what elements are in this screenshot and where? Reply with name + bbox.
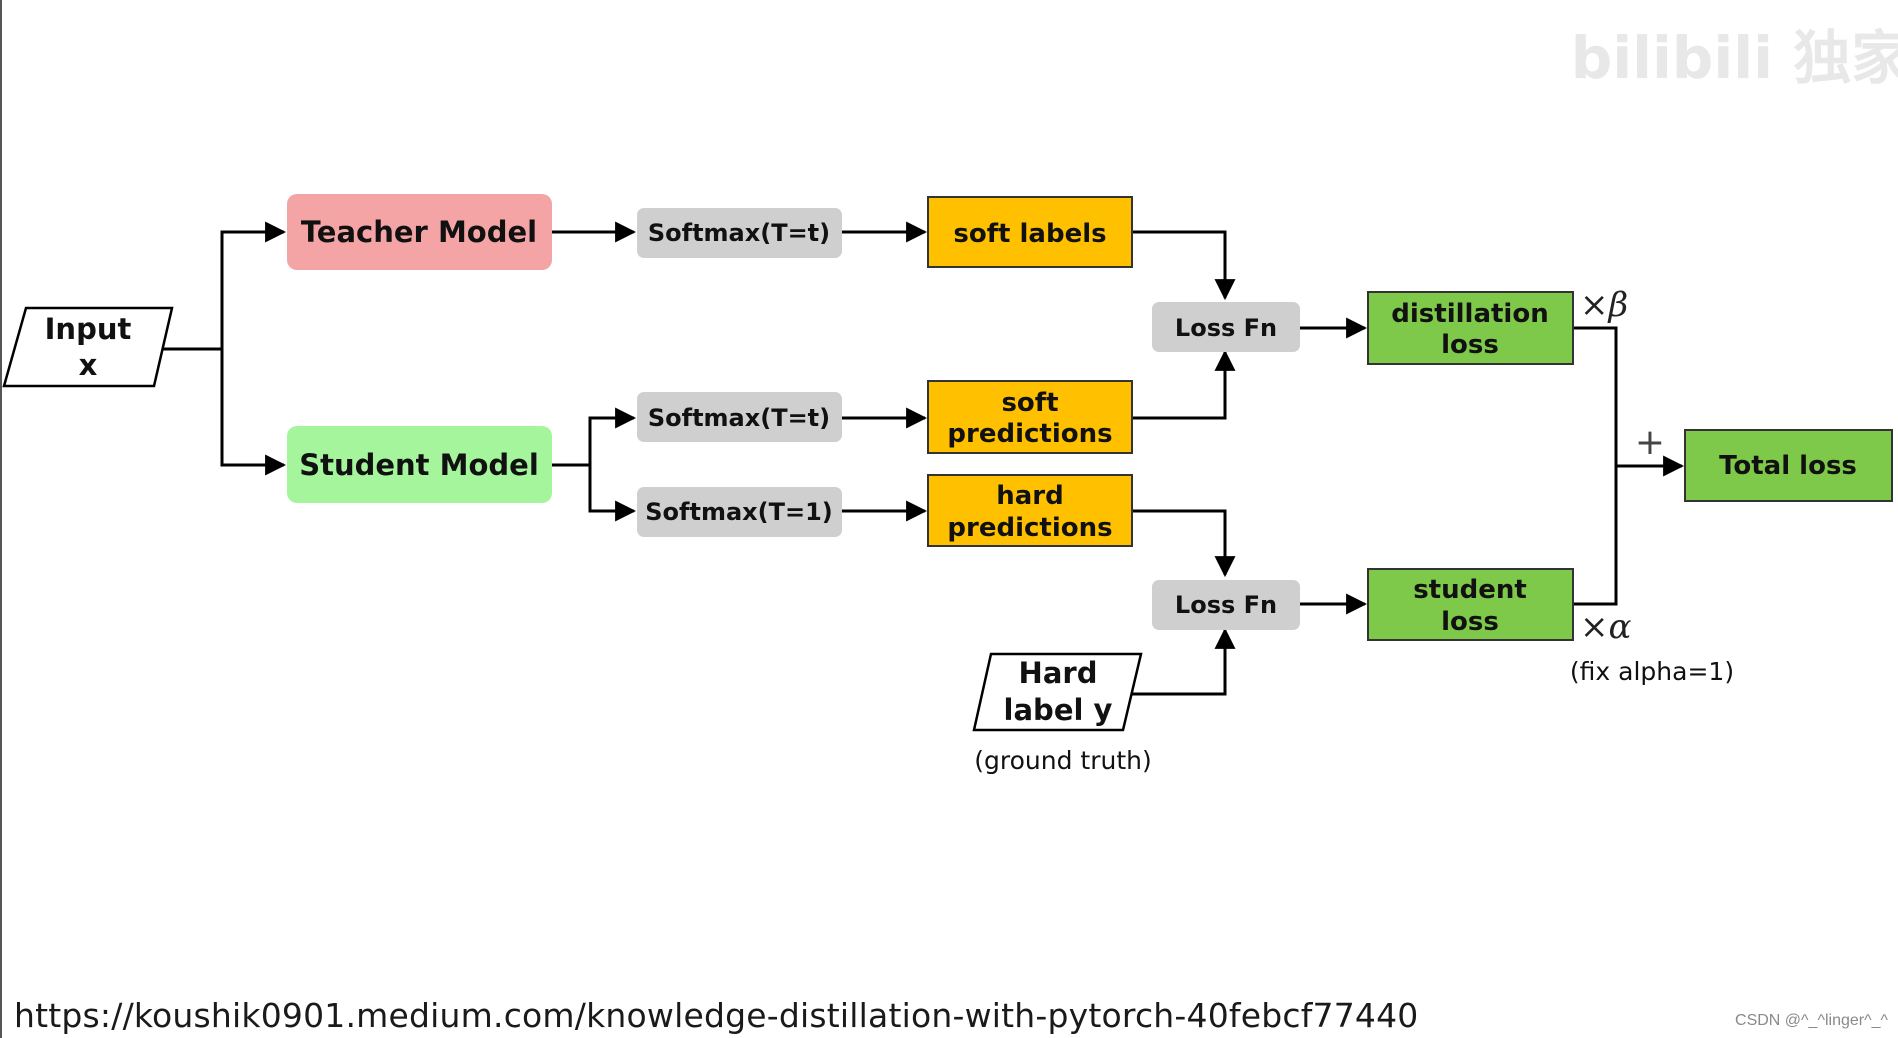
softmax-student-hard-label: Softmax(T=1) [645,498,833,526]
bilibili-watermark: bilibili 独家 [1571,24,1898,92]
total-loss-label: Total loss [1719,451,1857,481]
student-model-node: Student Model [287,426,552,503]
soft-labels-node: soft labels [927,196,1133,268]
input-variable: x [79,348,98,382]
student-model-label: Student Model [299,448,539,482]
softmax-student-soft-box [637,392,842,442]
soft-labels-box [927,196,1133,268]
loss-fn-top-box [1152,302,1300,352]
distillation-loss-line1: distillation [1391,299,1548,329]
edge-softpred-lossfn [1132,349,1236,420]
hard-label-shape [972,652,1143,732]
input-node: Input x [2,306,174,388]
edge-hardlabel-lossfn [1132,627,1236,696]
student-loss-line2: loss [1441,607,1499,637]
student-loss-line1: student [1413,575,1527,605]
edge-split-softmax-soft [588,407,637,465]
loss-fn-top-node: Loss Fn [1152,302,1300,352]
edge-split-student [220,349,287,476]
credit-watermark: CSDN @^_^linger^_^ [1735,1012,1888,1029]
hard-label-line1: Hard [1019,656,1098,690]
distillation-loss-node: distillation loss [1367,291,1574,365]
loss-fn-bottom-node: Loss Fn [1152,580,1300,630]
softmax-teacher-node: Softmax(T=t) [637,208,842,258]
distillation-loss-line2: loss [1441,330,1499,360]
fix-alpha-note: (fix alpha=1) [1570,657,1734,686]
teacher-model-box [287,194,552,270]
soft-predictions-line2: predictions [947,419,1112,449]
hard-label-node: Hard label y [972,652,1143,732]
softmax-student-hard-node: Softmax(T=1) [637,487,842,537]
hard-predictions-line1: hard [996,481,1064,511]
input-shape [2,306,174,388]
teacher-model-node: Teacher Model [287,194,552,270]
ground-truth-note: (ground truth) [974,746,1151,775]
hard-label-line2: label y [1004,693,1113,727]
soft-predictions-node: soft predictions [927,380,1133,454]
total-loss-box [1684,429,1893,502]
left-border [0,0,2,1038]
hard-predictions-line2: predictions [947,513,1112,543]
plus-sign: + [1635,422,1665,463]
softmax-student-soft-label: Softmax(T=t) [648,404,830,432]
source-url: https://koushik0901.medium.com/knowledge… [14,996,1419,1035]
hard-predictions-box [927,474,1133,547]
edge-split-softmax-hard [588,465,637,522]
student-loss-node: student loss [1367,568,1574,641]
soft-predictions-line1: soft [1001,388,1058,418]
soft-labels-label: soft labels [953,219,1106,249]
softmax-teacher-box [637,208,842,258]
loss-fn-bottom-box [1152,580,1300,630]
student-model-box [287,426,552,503]
edge-softlabels-lossfn [1132,230,1236,301]
beta-weight: ×β [1580,285,1628,325]
distillation-loss-box [1367,291,1574,365]
student-loss-box [1367,568,1574,641]
hard-predictions-node: hard predictions [927,474,1133,547]
loss-fn-bottom-label: Loss Fn [1175,591,1277,619]
connectors [160,221,1685,696]
edge-distill-merge [1573,326,1618,606]
teacher-model-label: Teacher Model [301,215,537,249]
soft-predictions-box [927,380,1133,454]
softmax-student-soft-node: Softmax(T=t) [637,392,842,442]
alpha-weight: ×α [1580,607,1631,647]
total-loss-node: Total loss [1684,429,1893,502]
loss-fn-top-label: Loss Fn [1175,314,1277,342]
input-label: Input [45,312,132,346]
edge-hardpred-lossfn [1132,509,1236,578]
edge-split-teacher [220,221,287,349]
softmax-student-hard-box [637,487,842,537]
softmax-teacher-label: Softmax(T=t) [648,219,830,247]
